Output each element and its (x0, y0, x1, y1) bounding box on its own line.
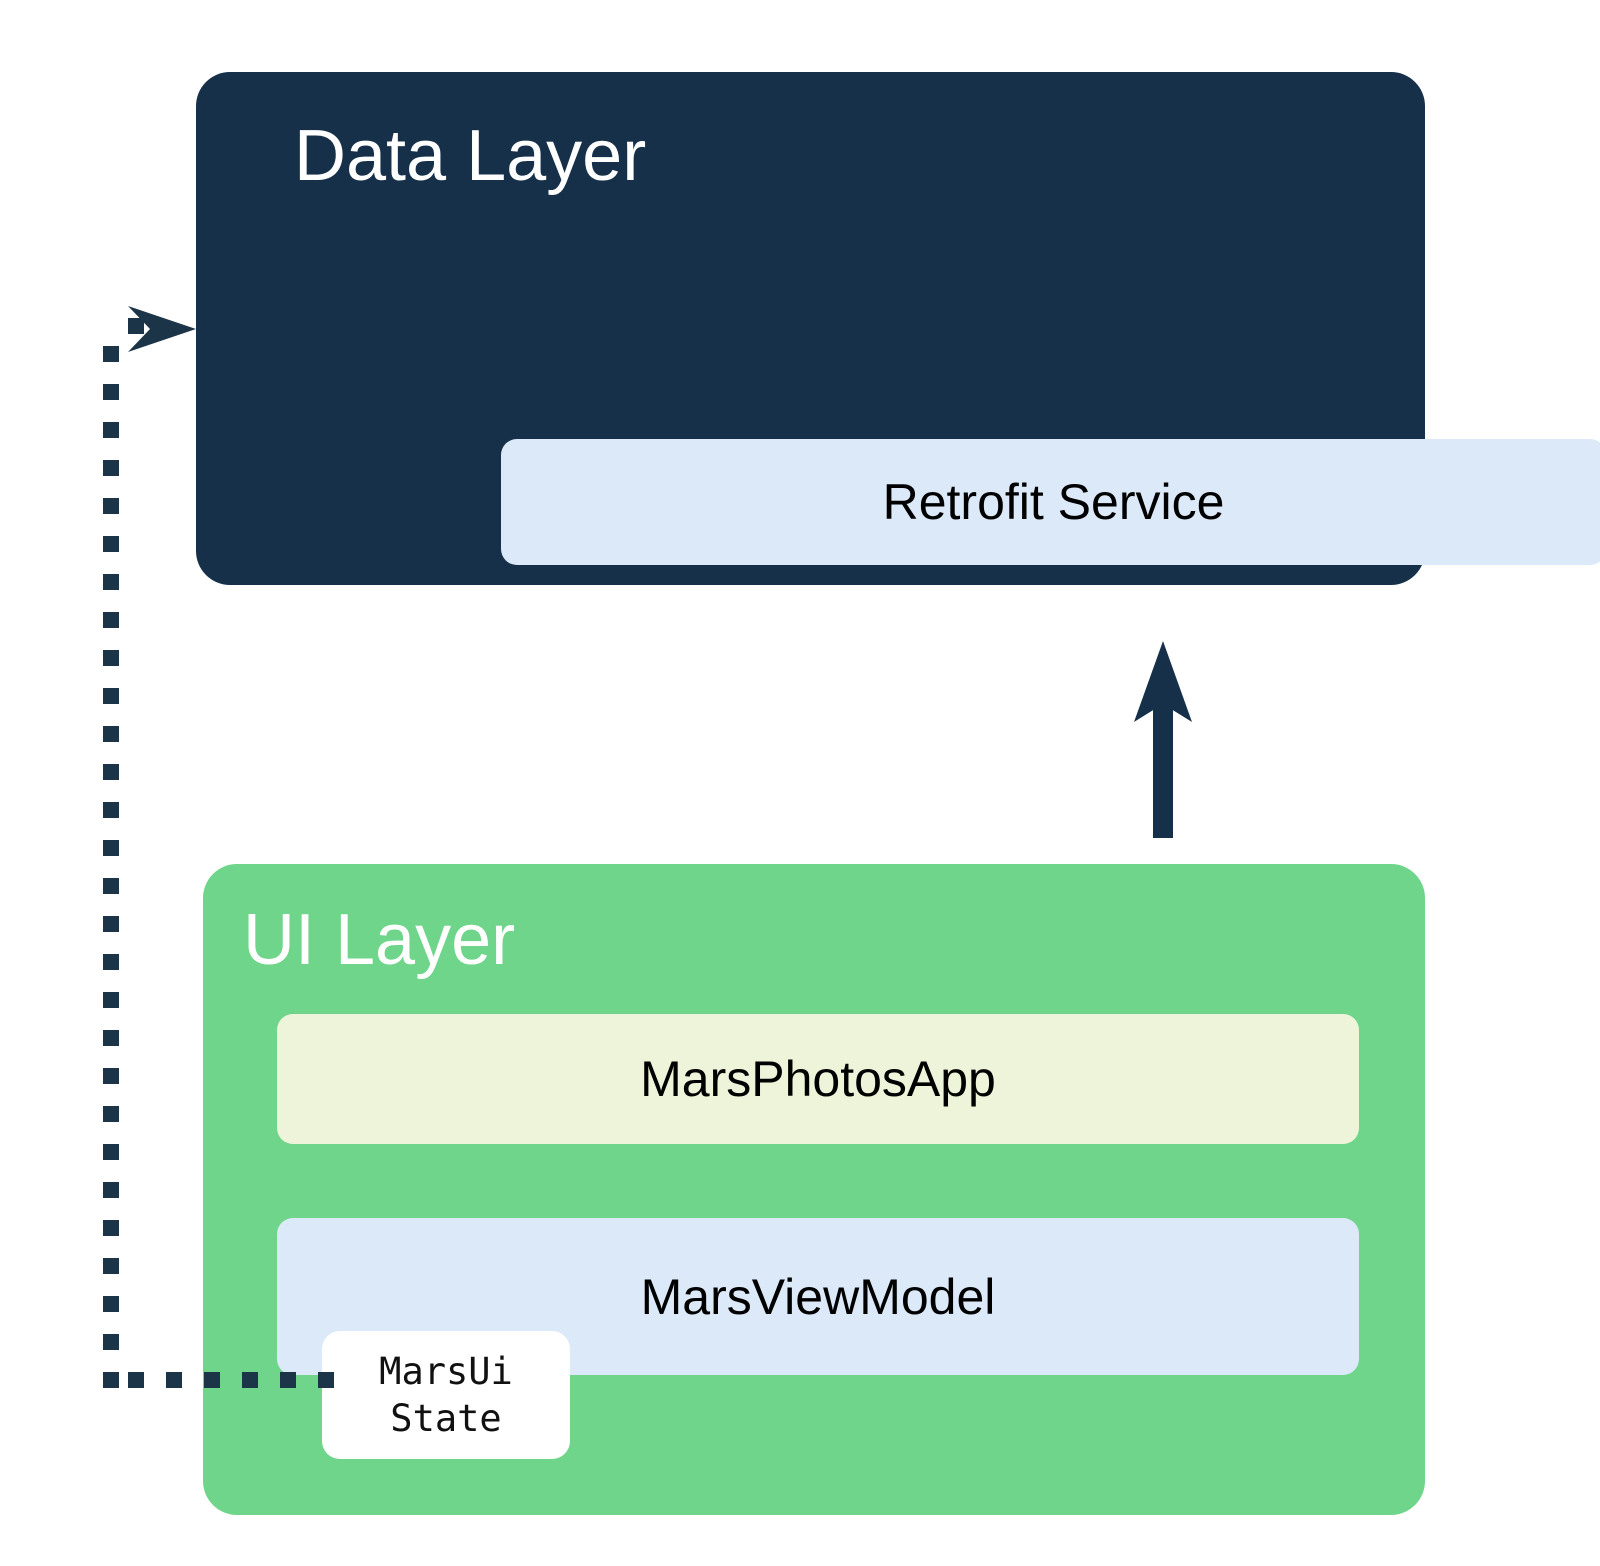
mars-ui-state-label-line1: MarsUi (379, 1349, 513, 1393)
retrofit-service-box: Retrofit Service (501, 439, 1600, 565)
mars-view-model-label: MarsViewModel (640, 1268, 996, 1325)
mars-photos-app-box: MarsPhotosApp (277, 1014, 1359, 1144)
mars-photos-app-label: MarsPhotosApp (640, 1051, 996, 1107)
ui-layer-title: UI Layer (243, 900, 516, 980)
ui-to-data-request-arrow (1134, 641, 1192, 838)
retrofit-service-label: Retrofit Service (882, 474, 1225, 530)
mars-ui-state-callout: MarsUi State (322, 1331, 570, 1459)
mars-ui-state-label-line2: State (390, 1397, 502, 1440)
data-layer-title: Data Layer (294, 116, 647, 196)
data-layer-container: Data Layer Retrofit Service (196, 72, 1600, 585)
